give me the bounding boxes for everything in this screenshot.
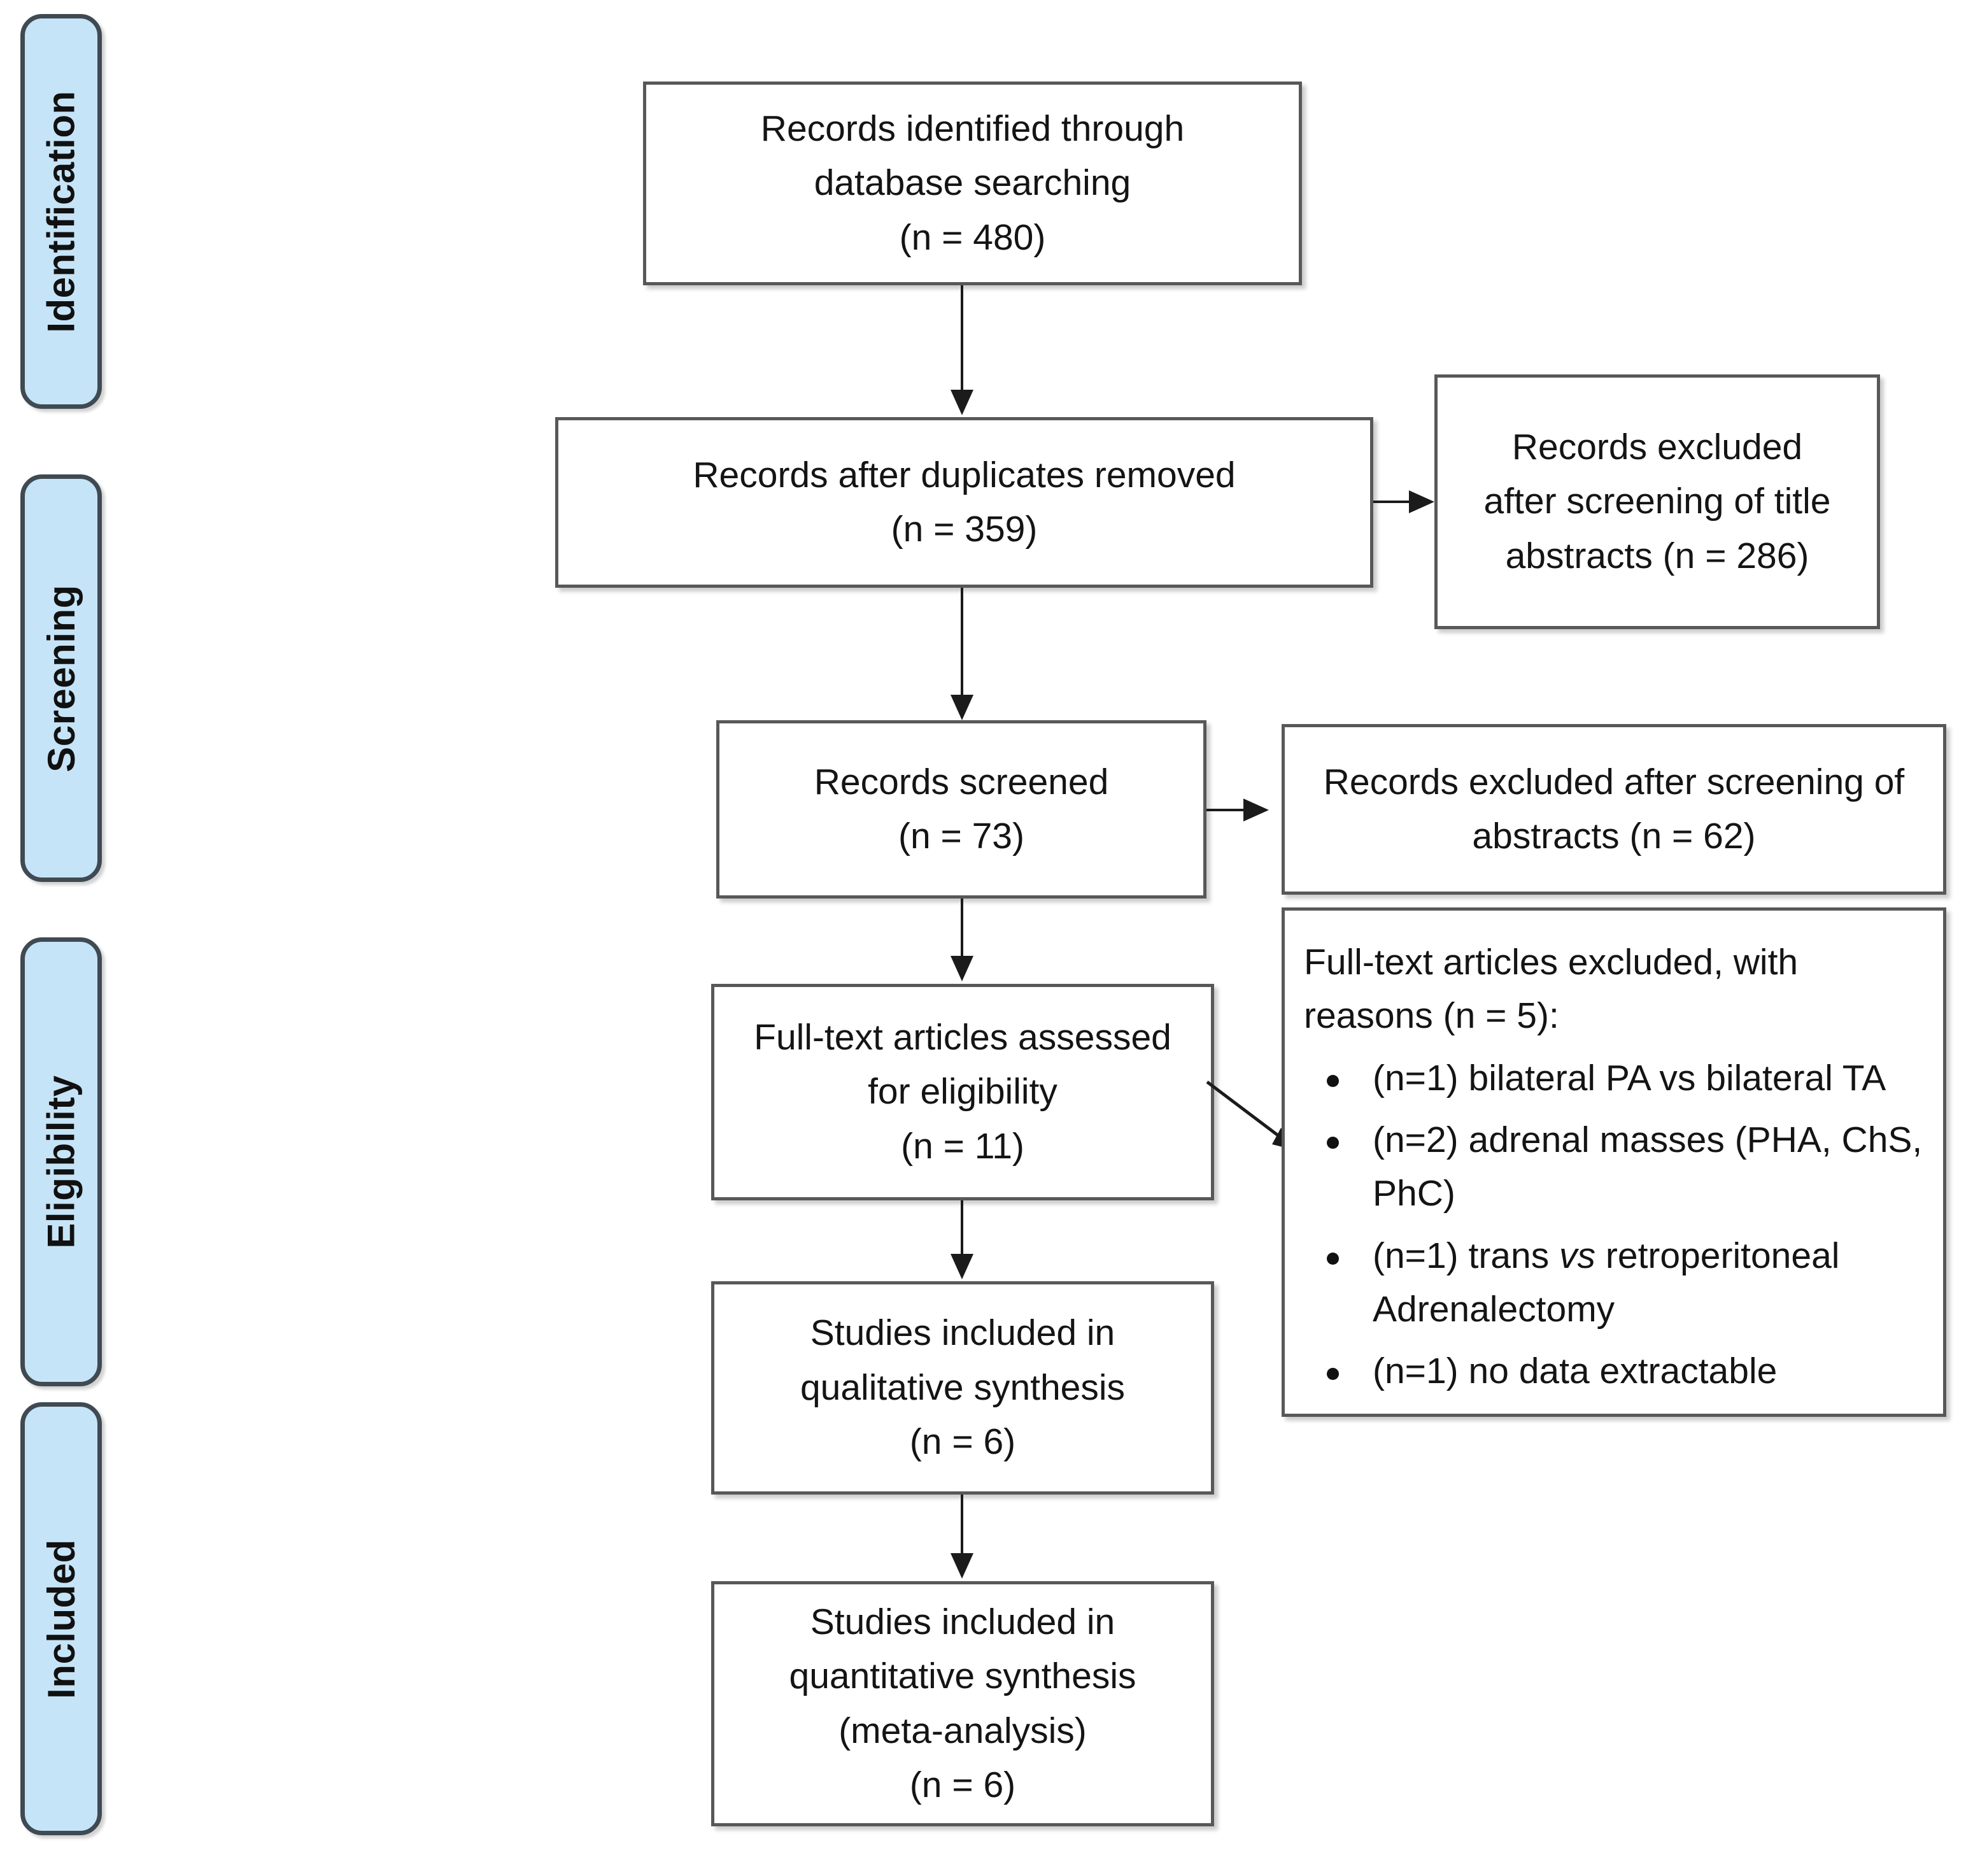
box-records-after-duplicates: Records after duplicates removed (n = 35… <box>555 417 1373 588</box>
box-studies-quantitative-line2: quantitative synthesis <box>789 1656 1136 1696</box>
box-studies-qualitative-line3: (n = 6) <box>909 1421 1016 1463</box>
connector-screened-to-fulltext <box>961 899 963 958</box>
connector-duplicates-to-screened <box>961 588 963 697</box>
list-item: (n=1) trans vs retroperitoneal Adrenalec… <box>1304 1230 1927 1337</box>
box-fulltext-assessed-line2: for eligibility <box>868 1071 1057 1112</box>
box-records-identified-text: Records identified through database sear… <box>747 102 1198 266</box>
reason-text-1: (n=1) bilateral PA vs bilateral TA <box>1373 1057 1886 1098</box>
stage-label-identification-text: Identification <box>39 90 83 333</box>
stage-label-included: Included <box>20 1402 102 1835</box>
box-records-excluded-title-abstracts-text: Records excluded after screening of titl… <box>1470 420 1845 584</box>
stage-label-included-text: Included <box>39 1538 83 1699</box>
stage-label-eligibility-text: Eligibility <box>39 1075 83 1249</box>
box-records-after-duplicates-text: Records after duplicates removed (n = 35… <box>679 448 1249 557</box>
arrowhead-duplicates-to-excluded-title <box>1409 490 1434 513</box>
stage-label-identification: Identification <box>20 14 102 409</box>
stage-label-screening: Screening <box>20 474 102 882</box>
box-fulltext-excluded-heading-line1: Full-text articles excluded, with <box>1304 942 1799 983</box>
box-records-identified-line3: (n = 480) <box>899 217 1046 258</box>
box-records-identified-line2: database searching <box>814 162 1131 204</box>
box-studies-quantitative-text: Studies included in quantitative synthes… <box>775 1595 1150 1813</box>
connector-qualitative-to-quantitative <box>961 1495 963 1556</box>
arrowhead-screened-to-excluded-abstracts <box>1243 799 1269 821</box>
box-studies-quantitative-line3: (meta-analysis) <box>838 1710 1087 1751</box>
reason-text-3-post: retroperitoneal Adrenalectomy <box>1373 1235 1840 1330</box>
box-records-excluded-title-abstracts: Records excluded after screening of titl… <box>1434 374 1880 629</box>
reason-text-3-pre: (n=1) trans <box>1373 1235 1560 1276</box>
box-fulltext-excluded-heading: Full-text articles excluded, with reason… <box>1304 936 1927 1043</box>
box-records-excluded-title-abstracts-line1: Records excluded <box>1511 426 1803 467</box>
arrowhead-identified-to-duplicates <box>951 390 973 415</box>
stage-label-eligibility: Eligibility <box>20 937 102 1386</box>
box-records-identified: Records identified through database sear… <box>643 82 1302 285</box>
connector-duplicates-to-excluded-title <box>1373 501 1425 503</box>
box-studies-quantitative-line4: (n = 6) <box>909 1765 1016 1805</box>
box-fulltext-assessed-text: Full-text articles assessed for eligibil… <box>740 1011 1185 1174</box>
box-fulltext-assessed: Full-text articles assessed for eligibil… <box>711 984 1214 1200</box>
box-records-screened-text: Records screened (n = 73) <box>800 755 1123 864</box>
box-records-identified-line1: Records identified through <box>760 108 1185 149</box>
connector-fulltext-to-qualitative <box>961 1200 963 1256</box>
reason-text-4: (n=1) no data extractable <box>1373 1351 1778 1392</box>
connector-identified-to-duplicates <box>961 285 963 392</box>
fulltext-excluded-reason-list: (n=1) bilateral PA vs bilateral TA (n=2)… <box>1304 1052 1927 1399</box>
box-studies-qualitative-line1: Studies included in <box>810 1312 1115 1354</box>
box-records-screened-line2: (n = 73) <box>898 816 1024 856</box>
box-records-excluded-title-abstracts-line2: after screening of title <box>1483 481 1831 522</box>
box-studies-qualitative-line2: qualitative synthesis <box>800 1367 1126 1408</box>
box-records-excluded-abstracts: Records excluded after screening of abst… <box>1282 724 1946 895</box>
box-fulltext-excluded-heading-line2: reasons (n = 5): <box>1304 995 1559 1036</box>
box-records-after-duplicates-line2: (n = 359) <box>891 509 1038 550</box>
box-records-excluded-abstracts-text: Records excluded after screening of abst… <box>1310 755 1919 864</box>
reason-text-3-italic: vs <box>1559 1235 1596 1276</box>
box-records-excluded-abstracts-line2: abstracts (n = 62) <box>1472 816 1756 856</box>
list-item: (n=1) no data extractable <box>1304 1345 1927 1398</box>
list-item: (n=1) bilateral PA vs bilateral TA <box>1304 1052 1927 1105</box>
box-records-screened: Records screened (n = 73) <box>716 720 1206 899</box>
arrowhead-duplicates-to-screened <box>951 695 973 720</box>
box-studies-quantitative-line1: Studies included in <box>810 1601 1115 1642</box>
stage-label-screening-text: Screening <box>39 584 83 772</box>
reason-text-2: (n=2) adrenal masses (PHA, ChS, PhC) <box>1373 1119 1923 1214</box>
list-item: (n=2) adrenal masses (PHA, ChS, PhC) <box>1304 1114 1927 1221</box>
connector-screened-to-excluded-abstracts <box>1206 809 1257 811</box>
box-studies-quantitative: Studies included in quantitative synthes… <box>711 1581 1214 1826</box>
arrowhead-fulltext-to-qualitative <box>951 1254 973 1279</box>
box-records-screened-line1: Records screened <box>814 761 1109 802</box>
arrowhead-screened-to-fulltext <box>951 956 973 981</box>
box-fulltext-assessed-line1: Full-text articles assessed <box>754 1016 1171 1058</box>
box-studies-qualitative: Studies included in qualitative synthesi… <box>711 1281 1214 1495</box>
box-records-excluded-abstracts-line1: Records excluded after screening of <box>1323 761 1905 802</box>
box-studies-qualitative-text: Studies included in qualitative synthesi… <box>786 1306 1139 1470</box>
box-records-excluded-title-abstracts-line3: abstracts (n = 286) <box>1505 535 1809 576</box>
box-fulltext-assessed-line3: (n = 11) <box>901 1125 1024 1167</box>
arrowhead-qualitative-to-quantitative <box>951 1553 973 1579</box>
box-fulltext-excluded-reasons: Full-text articles excluded, with reason… <box>1282 907 1946 1417</box>
box-records-after-duplicates-line1: Records after duplicates removed <box>693 454 1236 495</box>
